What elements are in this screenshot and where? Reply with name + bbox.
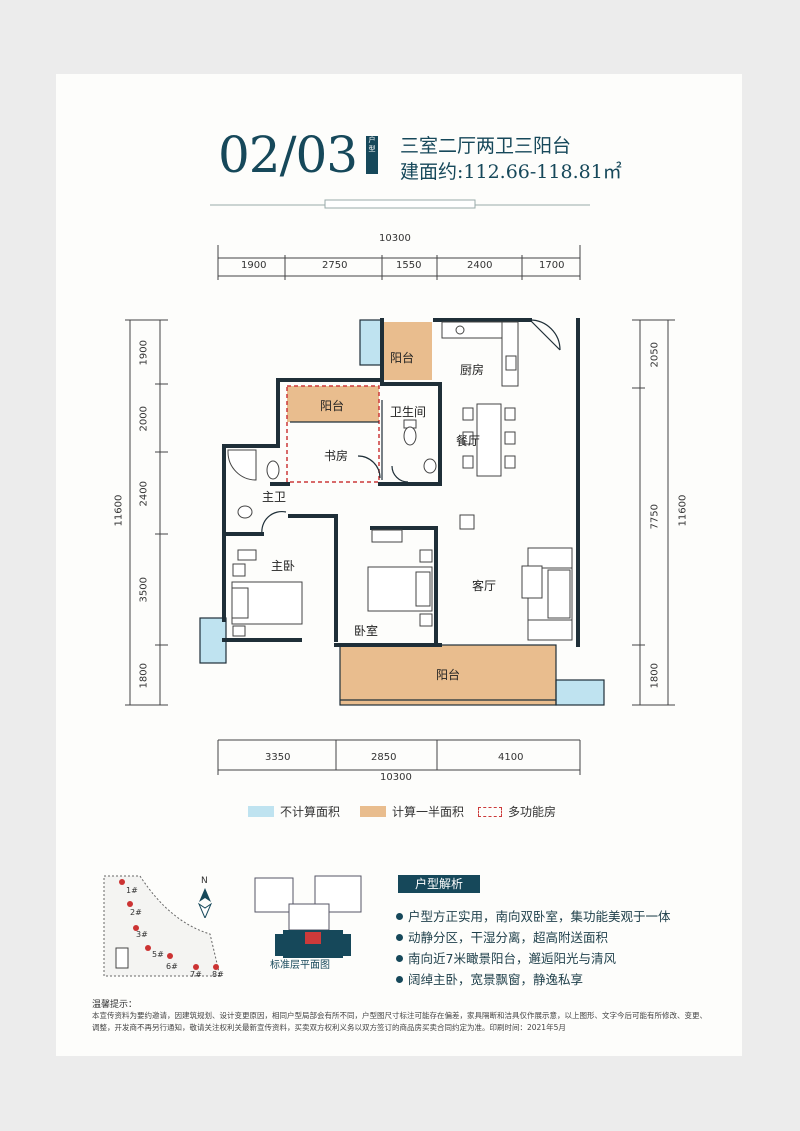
left-dim-2: 2000 — [138, 406, 150, 432]
right-dim-1: 2050 — [649, 342, 661, 368]
analysis-text: 户型方正实用，南向双卧室，集功能美观于一体 — [408, 909, 671, 924]
bullet-dot — [396, 955, 403, 962]
top-dim-2: 2750 — [322, 260, 348, 271]
analysis-text: 阔绰主卧，宽景飘窗，静逸私享 — [408, 972, 584, 987]
bottom-dim-1: 3350 — [265, 752, 291, 763]
left-dim-3: 2400 — [138, 481, 150, 507]
floor-thumb-caption: 标准层平面图 — [270, 960, 330, 971]
right-dim-3: 1800 — [649, 663, 661, 689]
legend-item-multi-room: 多功能房 — [478, 803, 556, 820]
room-kitchen: 厨房 — [460, 363, 485, 377]
typical-floor-thumbnail — [254, 875, 362, 958]
left-dim-1: 1900 — [138, 340, 150, 366]
top-dim-1: 1900 — [241, 260, 267, 271]
room-bedroom: 卧室 — [354, 624, 379, 638]
building-8: 8# — [212, 970, 224, 979]
right-total-dim: 11600 — [677, 494, 689, 527]
analysis-text: 南向近7米瞰景阳台，邂逅阳光与清风 — [408, 951, 616, 966]
bottom-dim-3: 4100 — [498, 752, 524, 763]
bottom-dim-2: 2850 — [371, 752, 397, 763]
analysis-point: 阔绰主卧，宽景飘窗，静逸私享 — [396, 969, 583, 988]
layout-description: 三室二厅两卫三阳台 — [400, 135, 572, 157]
left-dim-4: 3500 — [138, 577, 150, 603]
legend-swatch-blue — [248, 806, 274, 817]
room-master-bath: 主卫 — [262, 490, 287, 504]
legend-label: 计算一半面积 — [392, 805, 465, 819]
room-dining: 餐厅 — [456, 434, 481, 448]
analysis-point: 南向近7米瞰景阳台，邂逅阳光与清风 — [396, 948, 616, 967]
bottom-total-dim: 10300 — [380, 772, 412, 783]
bullet-dot — [396, 976, 403, 983]
legend-label: 不计算面积 — [280, 805, 341, 819]
analysis-heading: 户型解析 — [398, 875, 480, 893]
top-total-dim: 10300 — [379, 233, 411, 244]
unit-number: 02/03 — [218, 126, 358, 184]
legend-swatch-orange — [360, 806, 386, 817]
analysis-text: 动静分区，干湿分离，超高附送面积 — [408, 930, 609, 945]
room-balcony-study: 阳台 — [320, 399, 345, 413]
building-6: 6# — [166, 962, 178, 971]
bullet-dot — [396, 934, 403, 941]
area-text: 建面约:112.66-118.81㎡ — [400, 161, 622, 183]
notes-title: 温馨提示： — [92, 1000, 138, 1010]
notes-body: 本宣传资料为要约邀请，因建筑规划、设计变更原因，相同户型局部会有所不同，户型图尺… — [92, 1011, 707, 1032]
top-dim-3: 1550 — [396, 260, 422, 271]
room-balcony-south: 阳台 — [436, 668, 461, 682]
room-bathroom: 卫生间 — [390, 405, 427, 419]
room-living: 客厅 — [472, 579, 497, 593]
site-plan — [103, 875, 221, 977]
analysis-point: 动静分区，干湿分离，超高附送面积 — [396, 927, 608, 946]
room-study: 书房 — [324, 449, 349, 463]
top-dim-4: 2400 — [467, 260, 493, 271]
legend-label: 多功能房 — [508, 805, 557, 819]
north-label: N — [201, 876, 208, 886]
left-dim-5: 1800 — [138, 663, 150, 689]
analysis-point: 户型方正实用，南向双卧室，集功能美观于一体 — [396, 906, 671, 925]
legend-item-half-area: 计算一半面积 — [360, 803, 464, 820]
building-5: 5# — [152, 950, 164, 959]
legend-item-no-area: 不计算面积 — [248, 803, 340, 820]
building-1: 1# — [126, 886, 138, 895]
right-dim-2: 7750 — [649, 504, 661, 530]
north-arrow-icon — [198, 888, 212, 918]
left-total-dim: 11600 — [113, 494, 125, 527]
unit-badge: 户型 — [366, 136, 378, 174]
legend-swatch-dashed — [478, 807, 502, 817]
building-7: 7# — [190, 970, 202, 979]
building-2: 2# — [130, 908, 142, 917]
room-master-bedroom: 主卧 — [271, 559, 296, 573]
building-3: 3# — [136, 930, 148, 939]
room-balcony-north: 阳台 — [390, 351, 415, 365]
bullet-dot — [396, 913, 403, 920]
top-dim-5: 1700 — [539, 260, 565, 271]
